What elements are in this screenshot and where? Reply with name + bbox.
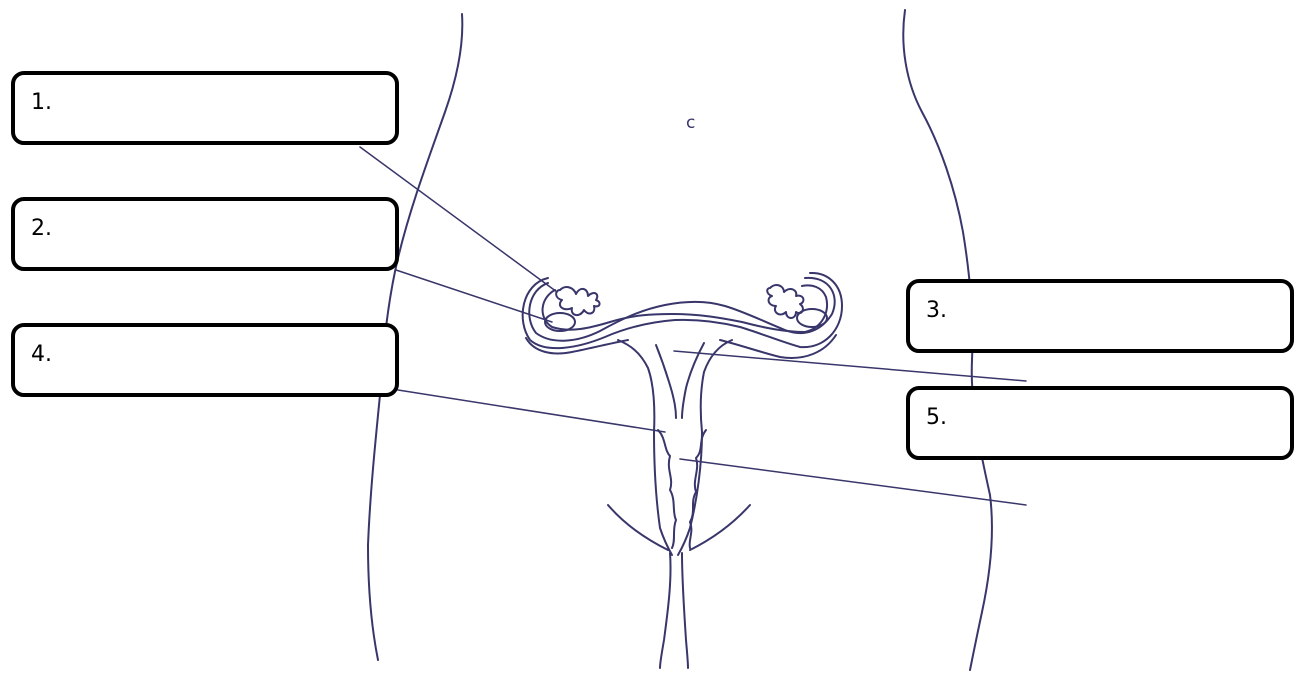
label-number-5: 5.	[926, 407, 1290, 429]
label-number-2: 2.	[31, 218, 395, 240]
pelvic-floor	[608, 505, 750, 550]
vaginal-canal	[660, 553, 688, 668]
label-box-5[interactable]: 5.	[906, 386, 1294, 460]
leader-line-4	[398, 390, 665, 432]
label-number-3: 3.	[926, 300, 1290, 322]
left-fimbriae	[556, 287, 600, 315]
uterine-cavity	[656, 343, 704, 418]
label-box-2[interactable]: 2.	[11, 197, 399, 271]
fallopian-tubes-middle	[523, 273, 842, 348]
label-box-4[interactable]: 4.	[11, 323, 399, 397]
navel-mark: c	[686, 113, 695, 133]
cervical-canal	[658, 430, 706, 548]
label-number-4: 4.	[31, 344, 395, 366]
label-number-1: 1.	[31, 92, 395, 114]
leader-line-3	[674, 351, 1026, 381]
label-box-3[interactable]: 3.	[906, 279, 1294, 353]
leader-line-5	[680, 459, 1026, 505]
leader-line-2	[396, 270, 552, 322]
label-box-1[interactable]: 1.	[11, 71, 399, 145]
right-ovary	[797, 309, 827, 327]
